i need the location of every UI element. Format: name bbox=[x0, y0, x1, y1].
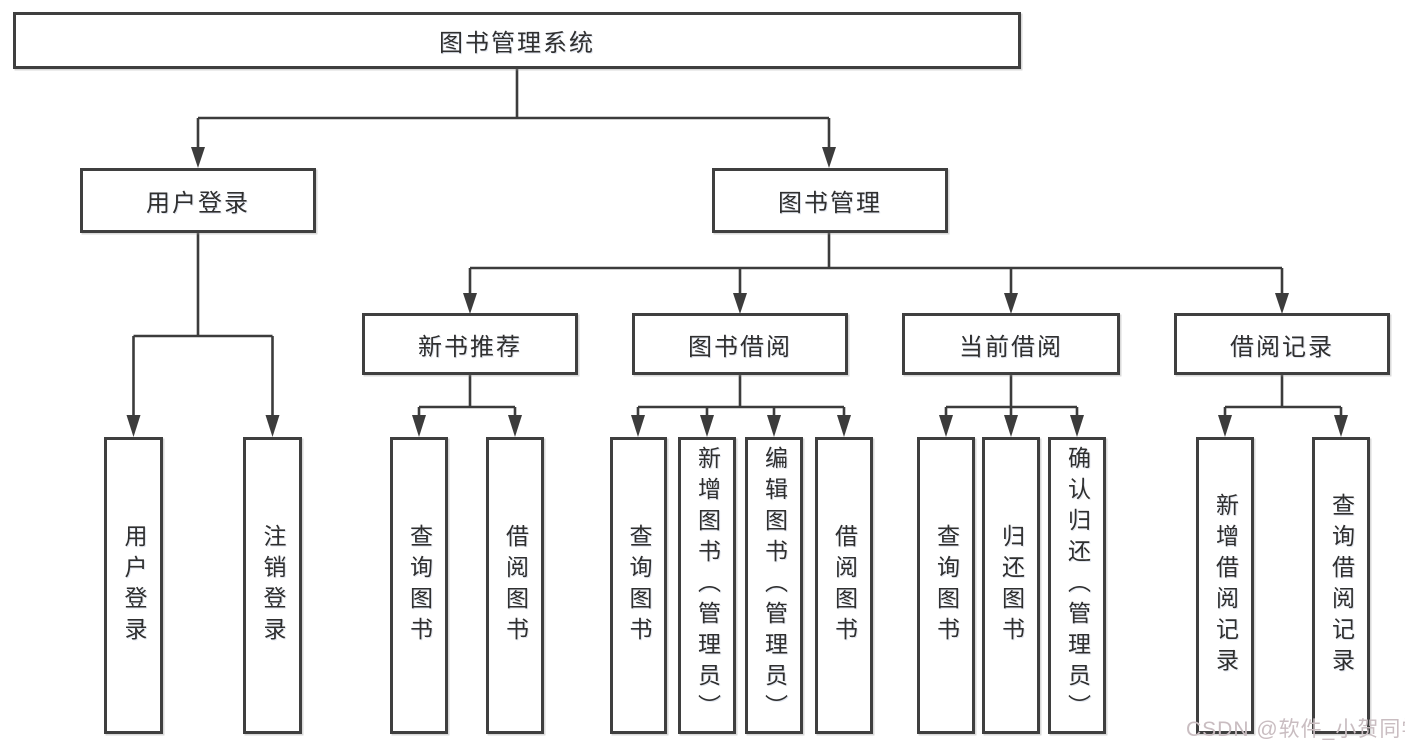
arrowhead-icon bbox=[1004, 415, 1018, 437]
leaf-borrow-books-2: 借阅图书 bbox=[815, 437, 873, 734]
arrowhead-icon bbox=[1334, 415, 1348, 437]
leaf-label: 归还图书 bbox=[998, 523, 1025, 648]
leaf-label: 新增借阅记录 bbox=[1212, 492, 1239, 679]
arrowhead-icon bbox=[837, 415, 851, 437]
leaf-label: 用户登录 bbox=[121, 523, 147, 648]
leaf-query-borrow-record: 查询借阅记录 bbox=[1312, 437, 1370, 734]
leaf-add-borrow-record: 新增借阅记录 bbox=[1196, 437, 1254, 734]
connector-root bbox=[196, 69, 831, 150]
leaf-label: 新增图书（管理员） bbox=[694, 446, 721, 725]
arrowhead-icon bbox=[767, 415, 781, 437]
node-book-borrow: 图书借阅 bbox=[632, 313, 848, 375]
connector-book-borrow bbox=[636, 374, 846, 422]
arrowhead-icon bbox=[191, 147, 205, 168]
arrowhead-icon bbox=[463, 293, 477, 314]
leaf-add-books-admin: 新增图书（管理员） bbox=[678, 437, 736, 734]
arrowhead-icon bbox=[939, 415, 953, 437]
arrowhead-icon bbox=[700, 415, 714, 437]
leaf-edit-books-admin: 编辑图书（管理员） bbox=[745, 437, 803, 734]
arrowhead-icon bbox=[1275, 293, 1289, 314]
connector-current-borrow bbox=[944, 374, 1079, 422]
arrowhead-icon bbox=[733, 293, 747, 314]
root-node-system: 图书管理系统 bbox=[13, 12, 1021, 69]
arrowhead-icon bbox=[631, 415, 645, 437]
connector-new-book bbox=[417, 374, 517, 422]
leaf-label: 确认归还（管理员） bbox=[1064, 446, 1091, 725]
node-current-borrow: 当前借阅 bbox=[902, 313, 1120, 375]
leaf-query-books-2: 查询图书 bbox=[610, 437, 667, 734]
leaf-label: 注销登录 bbox=[260, 523, 286, 648]
leaf-return-books: 归还图书 bbox=[982, 437, 1040, 734]
node-borrow-records: 借阅记录 bbox=[1174, 313, 1390, 375]
leaf-label: 借阅图书 bbox=[502, 523, 529, 648]
connector-book-management bbox=[468, 232, 1284, 297]
arrowhead-icon bbox=[1004, 293, 1018, 314]
arrowhead-icon bbox=[1218, 415, 1232, 437]
connector-borrow-records bbox=[1223, 374, 1343, 422]
leaf-label: 查询借阅记录 bbox=[1328, 492, 1355, 679]
node-user-login: 用户登录 bbox=[80, 168, 316, 233]
leaf-logout: 注销登录 bbox=[243, 437, 302, 734]
csdn-watermark: CSDN @软件_小贺同学 bbox=[1186, 718, 1405, 741]
arrowhead-icon bbox=[822, 147, 836, 168]
arrowhead-icon bbox=[508, 415, 522, 437]
leaf-label: 查询图书 bbox=[626, 523, 652, 648]
node-new-book-recommend: 新书推荐 bbox=[362, 313, 578, 375]
leaf-confirm-return-admin: 确认归还（管理员） bbox=[1048, 437, 1106, 734]
arrowhead-icon bbox=[265, 415, 280, 437]
leaf-query-books-1: 查询图书 bbox=[390, 437, 448, 734]
arrowhead-icon bbox=[412, 415, 426, 437]
connector-user-login bbox=[132, 232, 274, 420]
leaf-label: 借阅图书 bbox=[831, 523, 858, 648]
leaf-label: 编辑图书（管理员） bbox=[761, 446, 788, 725]
leaf-label: 查询图书 bbox=[933, 523, 960, 648]
leaf-user-login: 用户登录 bbox=[104, 437, 163, 734]
leaf-label: 查询图书 bbox=[406, 523, 433, 648]
leaf-query-books-3: 查询图书 bbox=[917, 437, 975, 734]
arrowhead-icon bbox=[1070, 415, 1084, 437]
leaf-borrow-books-1: 借阅图书 bbox=[486, 437, 544, 734]
arrowhead-icon bbox=[126, 415, 141, 437]
node-book-management: 图书管理 bbox=[712, 168, 948, 233]
